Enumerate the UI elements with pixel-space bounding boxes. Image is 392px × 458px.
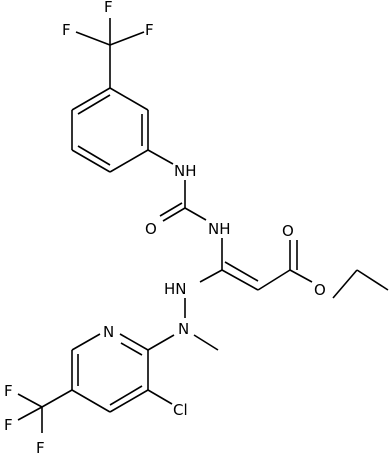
atom-label-o: O: [145, 220, 157, 238]
bond: [41, 389, 73, 408]
atom-label-f: F: [62, 21, 71, 39]
atom-label-f: F: [36, 439, 45, 457]
bond: [147, 334, 175, 351]
bond: [199, 269, 223, 283]
bond: [71, 149, 111, 173]
bond: [289, 269, 313, 283]
bond: [109, 87, 149, 111]
bond: [193, 334, 219, 351]
bond: [120, 342, 143, 356]
atom-labels: F F F NH O NH O O HN N N F F F Cl: [4, 0, 326, 457]
bond: [162, 207, 186, 222]
bond: [75, 31, 111, 46]
bond: [119, 333, 149, 351]
atom-label-f: F: [4, 382, 13, 400]
bond: [17, 406, 43, 421]
atom-label-nh: NH: [174, 162, 197, 180]
bond: [17, 393, 43, 408]
bond: [184, 207, 207, 221]
bond: [109, 389, 149, 413]
atom-label-o: O: [282, 222, 294, 240]
atom-label-f: F: [145, 21, 154, 39]
atom-label-n: N: [178, 320, 189, 338]
bond: [71, 389, 111, 413]
atom-label-o: O: [314, 281, 326, 299]
bond: [77, 145, 111, 166]
bond: [109, 149, 149, 173]
atom-label-cl: Cl: [173, 401, 188, 419]
bond: [147, 149, 174, 165]
atom-label-f: F: [104, 0, 113, 16]
bond: [147, 389, 173, 405]
bond: [109, 385, 143, 406]
bond: [77, 94, 111, 115]
bond: [221, 269, 259, 291]
bond: [71, 333, 101, 351]
bond: [159, 202, 183, 217]
atom-label-n: N: [103, 323, 114, 341]
bond: [224, 261, 259, 282]
bond: [109, 31, 145, 46]
bond: [257, 269, 291, 291]
atom-label-nh: NH: [208, 220, 231, 238]
bonds: [17, 18, 389, 433]
atom-label-f: F: [4, 416, 13, 434]
bond: [71, 87, 111, 111]
bond: [332, 269, 358, 299]
atom-label-hn: HN: [164, 280, 187, 298]
bond: [356, 269, 389, 291]
